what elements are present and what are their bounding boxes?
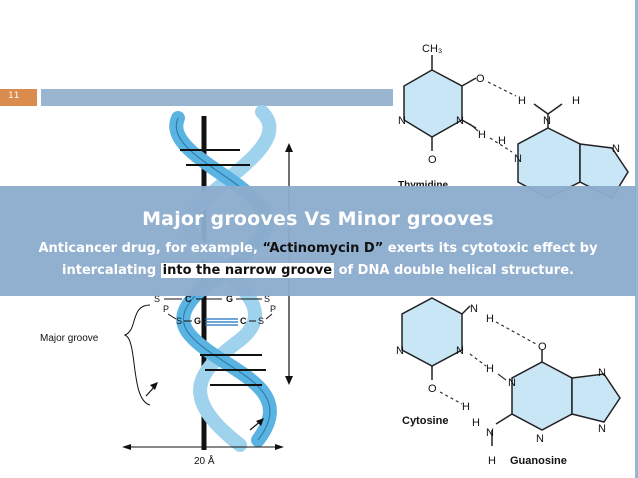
atom-label: N [514,153,522,165]
atom-label: N [536,433,544,445]
guanosine-label: Guanosine [510,455,567,467]
atom-label: N [612,143,620,155]
atom-label: O [428,383,437,395]
pair-letter: S [176,316,182,326]
atom-label: N [456,345,464,357]
methyl-label: CH₃ [422,43,442,55]
pair-letter: G [226,294,233,304]
slide-number: 11 [8,91,20,101]
pair-row-1: S C G S [154,294,270,304]
atom-label: O [476,73,485,85]
atom-label: N [470,303,478,315]
major-groove-label: Major groove [40,333,99,344]
body-text-part: Anticancer drug, for example, [38,241,263,256]
atom-label: N [486,427,494,439]
atom-label: N [398,115,406,127]
pair-letter: S [258,316,264,326]
guanosine-structure: H H N O N N N N H H [462,341,621,467]
slide-number-box: 11 [0,89,37,106]
pair-letter: G [194,316,201,326]
pair-letter: P [163,304,169,314]
atom-label: N [543,115,551,127]
atom-label: O [538,341,547,353]
atom-label: H [488,455,496,467]
pair-letter: P [270,304,276,314]
atom-label: H [572,95,580,107]
adenine-structure: H N H H N N [498,95,629,199]
atom-label: N [508,377,516,389]
header-bar [41,89,393,106]
thymidine-label: Thymidine [398,180,448,191]
atom-label: N [396,345,404,357]
body-text-part: exerts its cytotoxic effect by intercala… [62,241,598,278]
atom-label: H [498,135,506,147]
pair-letter: C [185,294,192,304]
cytosine-structure: N H N N O [396,297,494,395]
atom-label: N [598,367,606,379]
atom-label: H [486,313,494,325]
pair-row-2: P P S G C S [163,304,276,326]
atom-label: N [598,423,606,435]
cytosine-label: Cytosine [402,415,448,427]
atom-label: H [518,95,526,107]
drug-name: “Actinomycin D” [262,241,384,256]
atom-label: H [486,363,494,375]
slide-body-text: Anticancer drug, for example, “Actinomyc… [20,238,616,282]
highlight-phrase: into the narrow groove [160,263,335,278]
atom-label: O [428,154,437,166]
pair-letter: C [240,316,247,326]
right-edge-bar [635,0,638,478]
body-text-part: of DNA double helical structure. [334,263,574,278]
thymidine-structure: CH₃ O N N O H [398,43,486,166]
pair-letter: S [264,294,270,304]
title-banner: Major grooves Vs Minor grooves Anticance… [0,186,636,296]
atom-label: H [478,129,486,141]
atom-label: H [462,401,470,413]
atom-label: N [456,115,464,127]
slide-title: Major grooves Vs Minor grooves [142,208,494,230]
pair-letter: S [154,294,160,304]
atom-label: H [472,417,480,429]
width-label: 20 Å [194,454,215,467]
